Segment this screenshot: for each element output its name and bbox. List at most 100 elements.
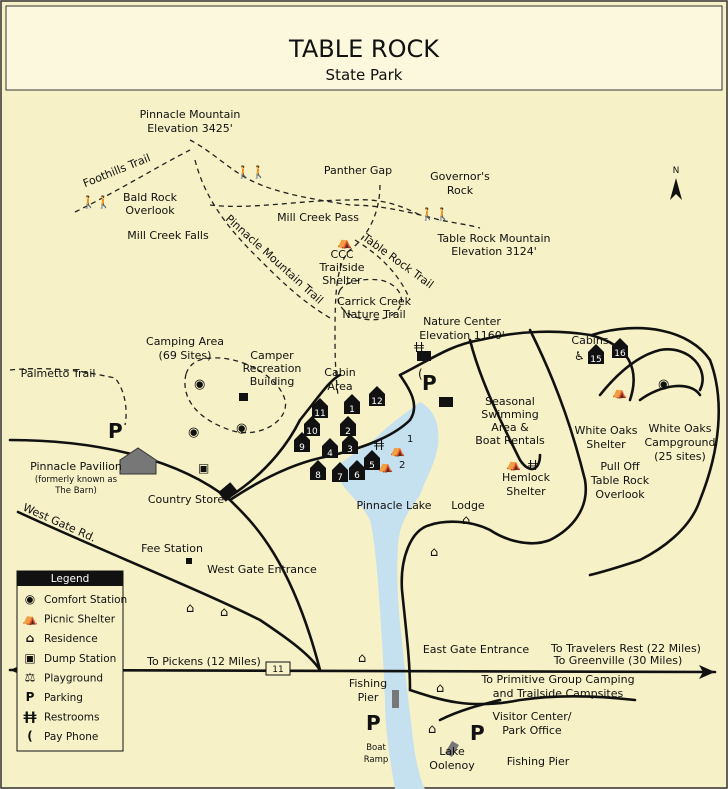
label-nature-center-elevation: Elevation 1160' bbox=[419, 329, 505, 342]
label-pinnacle-pavilion-3: The Barn) bbox=[54, 486, 97, 496]
camper-rec-building-icon bbox=[239, 393, 248, 401]
cabin-number: 6 bbox=[354, 471, 360, 481]
restrooms-icon: ǂǂ bbox=[528, 458, 538, 471]
trails bbox=[9, 139, 481, 434]
legend-label: Pay Phone bbox=[44, 731, 98, 743]
accessible-icon: ♿ bbox=[574, 349, 585, 363]
label-palmetto-trail: Palmetto Trail bbox=[21, 367, 96, 380]
cabin-icon bbox=[349, 460, 365, 480]
playground-icon: ⚖ bbox=[25, 670, 36, 684]
visitor-center-icon: ⌂ bbox=[428, 722, 436, 737]
label-carrick-creek: Carrick Creek bbox=[337, 295, 412, 308]
cabin-number: 15 bbox=[590, 355, 601, 365]
fishing-pier-icon bbox=[392, 690, 399, 708]
label-cabins: Cabins bbox=[571, 334, 608, 347]
cabin-16: 16 bbox=[612, 338, 628, 359]
cabin-number: 4 bbox=[327, 449, 333, 459]
comfort-station-icon: ◉ bbox=[658, 377, 669, 392]
label-nature-center: Nature Center bbox=[423, 315, 501, 328]
comfort-station-icon: ◉ bbox=[194, 377, 205, 392]
dump-station-icon: ▣ bbox=[24, 651, 35, 665]
cabin-number: 8 bbox=[315, 471, 321, 481]
label-to-pickens: To Pickens (12 Miles) bbox=[146, 655, 261, 668]
label-governors-rock: Governor's bbox=[430, 170, 490, 183]
label-lodge: Lodge bbox=[451, 499, 485, 512]
label-boat-ramp: Boat bbox=[366, 743, 386, 753]
pay-phone-icon: ( bbox=[27, 729, 32, 743]
picnic-shelter-icon: ⛺ bbox=[390, 443, 405, 457]
picnic-shelter-icon: ⛺ bbox=[378, 459, 393, 473]
parking-icon: P bbox=[366, 711, 381, 735]
cabin-number: 3 bbox=[347, 445, 353, 455]
legend-header bbox=[17, 571, 123, 586]
cabin-number: 12 bbox=[371, 397, 382, 407]
cabin-6: 6 bbox=[349, 460, 365, 481]
country-store-icon bbox=[218, 482, 238, 502]
lodge-icon: ⌂ bbox=[462, 513, 470, 528]
cabin-icon bbox=[332, 462, 348, 482]
picnic-shelter-number: 2 bbox=[399, 460, 405, 471]
legend-item: ⛺Picnic Shelter bbox=[23, 612, 116, 626]
cabin-10: 10 bbox=[304, 416, 320, 437]
cabin-icon bbox=[369, 386, 385, 406]
label-ccc-3: Shelter bbox=[322, 274, 362, 287]
pavilion-barn-icon bbox=[119, 447, 157, 475]
label-white-oaks-campground-2: Campground bbox=[644, 436, 715, 449]
label-camper-rec-3: Building bbox=[250, 375, 295, 388]
cabin-15: 15 bbox=[588, 344, 604, 365]
cabin-number: 7 bbox=[337, 473, 343, 483]
legend-item: ⌂Residence bbox=[26, 631, 98, 645]
legend-label: Comfort Station bbox=[44, 594, 127, 606]
ccc-shelter-icon: ⛺ bbox=[337, 235, 352, 249]
picnic-shelter-icon: ⛺ bbox=[612, 385, 627, 399]
cabin-number: 5 bbox=[369, 461, 375, 471]
parking-icon: P bbox=[422, 371, 437, 395]
parking-icon: P bbox=[470, 721, 485, 745]
label-white-oaks-campground: White Oaks bbox=[649, 422, 712, 435]
legend-title: Legend bbox=[51, 573, 90, 585]
restrooms-icon: ǂǂ bbox=[374, 438, 384, 451]
fee-station-icon bbox=[186, 558, 192, 564]
arrow-east-icon bbox=[699, 665, 715, 679]
label-governors-rock-2: Rock bbox=[447, 184, 474, 197]
label-camper-rec-2: Recreation bbox=[243, 362, 302, 375]
label-table-rock-elevation: Elevation 3124' bbox=[451, 245, 537, 258]
label-table-rock-mountain: Table Rock Mountain bbox=[437, 232, 551, 245]
dump-station-icon: ▣ bbox=[198, 461, 209, 475]
label-pinnacle-pavilion: Pinnacle Pavilion bbox=[30, 460, 122, 473]
page-title: TABLE ROCK bbox=[288, 35, 440, 63]
label-mill-creek-pass: Mill Creek Pass bbox=[277, 211, 359, 224]
label-west-gate-entrance: West Gate Entrance bbox=[207, 563, 317, 576]
label-swimming-3: Area & bbox=[491, 421, 529, 434]
cabin-icon bbox=[364, 450, 380, 470]
legend-box bbox=[16, 570, 124, 752]
map-icons: P P P P ⌂ ◉ ◉ ◉ ◉ ▣ ( ǂǂ ǂǂ ǂǂ ⛺ ⛺ ⛺ 1 ⛺… bbox=[81, 165, 682, 758]
cabin-icon bbox=[322, 438, 338, 458]
comfort-station-icon: ◉ bbox=[236, 421, 247, 436]
label-to-primitive-camping-2: and Trailside Campsites bbox=[493, 687, 624, 700]
legend-label: Playground bbox=[44, 672, 103, 684]
legend-item: ⚖ Playground bbox=[25, 670, 103, 684]
label-country-store: Country Store bbox=[148, 493, 225, 506]
label-pull-off-3: Overlook bbox=[595, 488, 645, 501]
cabin-number: 9 bbox=[299, 443, 305, 453]
legend-item: ▣Dump Station bbox=[24, 651, 116, 665]
comfort-station-icon: ◉ bbox=[188, 425, 199, 440]
restrooms-icon: ǂǂ bbox=[23, 710, 37, 724]
fishing-pier-icon bbox=[445, 740, 459, 758]
label-pull-off-2: Table Rock bbox=[590, 474, 650, 487]
cabin-11: 11 bbox=[312, 398, 328, 419]
cabin-number: 11 bbox=[314, 409, 325, 419]
route-shield bbox=[265, 661, 291, 676]
cabin-number: 1 bbox=[349, 405, 355, 415]
cabin-4: 4 bbox=[322, 438, 338, 459]
legend: Legend ◉Comfort Station ⛺Picnic Shelter ⌂R… bbox=[16, 570, 127, 752]
label-camping-area-2: (69 Sites) bbox=[159, 349, 212, 362]
residence-icon: ⌂ bbox=[430, 545, 438, 560]
cabin-5: 5 bbox=[364, 450, 380, 471]
residence-icon: ⌂ bbox=[186, 601, 194, 616]
label-carrick-creek-2: Nature Trail bbox=[342, 308, 405, 321]
legend-item: ◉Comfort Station bbox=[25, 592, 127, 606]
